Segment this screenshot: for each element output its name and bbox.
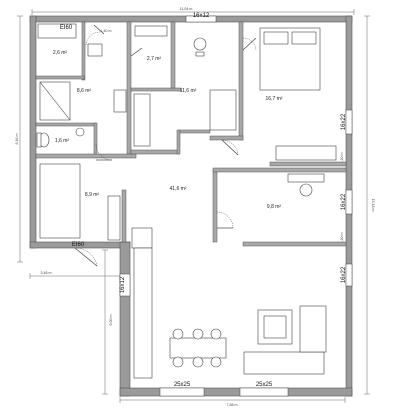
left-desk — [107, 195, 121, 241]
dim-120b: 1,20 m — [340, 233, 344, 244]
room-area-bedroom-big: 16,7 m² — [266, 96, 283, 102]
tag-ei60-bottom: EI60 — [72, 242, 85, 248]
interior-walls — [35, 21, 347, 247]
room-area-corridor-small: 2,7 m² — [147, 56, 162, 62]
tag-window-bottom-1: 25x25 — [174, 382, 191, 388]
opening-tags: EI60 EI60 16x12 16x22 16x22 16x22 16x12 … — [60, 13, 347, 388]
dim-120a: 1,20 m — [340, 153, 344, 164]
window-left — [119, 273, 131, 297]
window-right-2 — [345, 189, 353, 215]
dim-bottom-left: 3,46 m — [41, 271, 52, 275]
room-area-bath: 2,6 m² — [53, 50, 68, 56]
desk-chair — [299, 183, 313, 197]
window-right-3 — [345, 263, 353, 287]
washbasin — [87, 43, 103, 57]
dim-left-total: 8,16 m — [15, 134, 19, 145]
chair-top — [193, 37, 207, 51]
dim-top-total: 11,04 m — [180, 7, 193, 11]
dim-left-lower: 5,00 m — [109, 315, 113, 326]
doors — [74, 24, 257, 267]
dim-right-total: 13,18 m — [371, 199, 375, 212]
room-area-wc: 1,6 m² — [55, 138, 70, 144]
room-area-kitchen-hall: 11,6 m² — [180, 88, 197, 94]
window-bottom-2 — [239, 387, 289, 397]
kitchen-counter — [133, 93, 151, 147]
tag-window-right-2: 16x22 — [341, 193, 347, 210]
tag-window-right-1: 16x22 — [341, 113, 347, 130]
tag-window-left: 16x12 — [120, 276, 126, 293]
bath-cabinet — [113, 89, 127, 113]
sofa — [243, 351, 325, 375]
window-top — [185, 15, 217, 23]
windows — [119, 15, 353, 397]
single-bed — [39, 163, 81, 239]
room-area-bedroom-mid: 9,8 m² — [267, 204, 282, 210]
window-bottom-1 — [159, 387, 205, 397]
bedroom-wardrobe — [275, 145, 337, 161]
furniture — [36, 23, 337, 379]
wardrobe — [134, 25, 168, 37]
tag-window-bottom-2: 25x25 — [256, 382, 273, 388]
window-right-1 — [345, 109, 353, 135]
room-labels: 2,6 m² 2,7 m² 8,6 m² 11,6 m² 16,7 m² 1,6… — [53, 50, 283, 210]
room-area-bedroom-left: 8,9 m² — [85, 192, 100, 198]
tag-ei60-top: EI60 — [60, 25, 73, 31]
mid-desk — [287, 173, 325, 183]
dim-bottom-total: 7,58 m — [227, 403, 238, 407]
dining-table — [169, 337, 227, 359]
room-area-hall: 8,6 m² — [77, 88, 92, 94]
room-area-living: 41,6 m² — [170, 186, 187, 192]
tag-window-top: 16x12 — [193, 13, 210, 19]
dimension-lines: 11,04 m 8,16 m 13,18 m 7,58 m 5,00 m 3,4… — [15, 7, 375, 407]
bathtub — [37, 23, 77, 39]
tag-window-right-3: 16x22 — [341, 266, 347, 283]
wc-sink — [75, 127, 85, 137]
dim-140: 1,40 m — [101, 29, 112, 33]
kitchen-unit — [131, 227, 153, 249]
